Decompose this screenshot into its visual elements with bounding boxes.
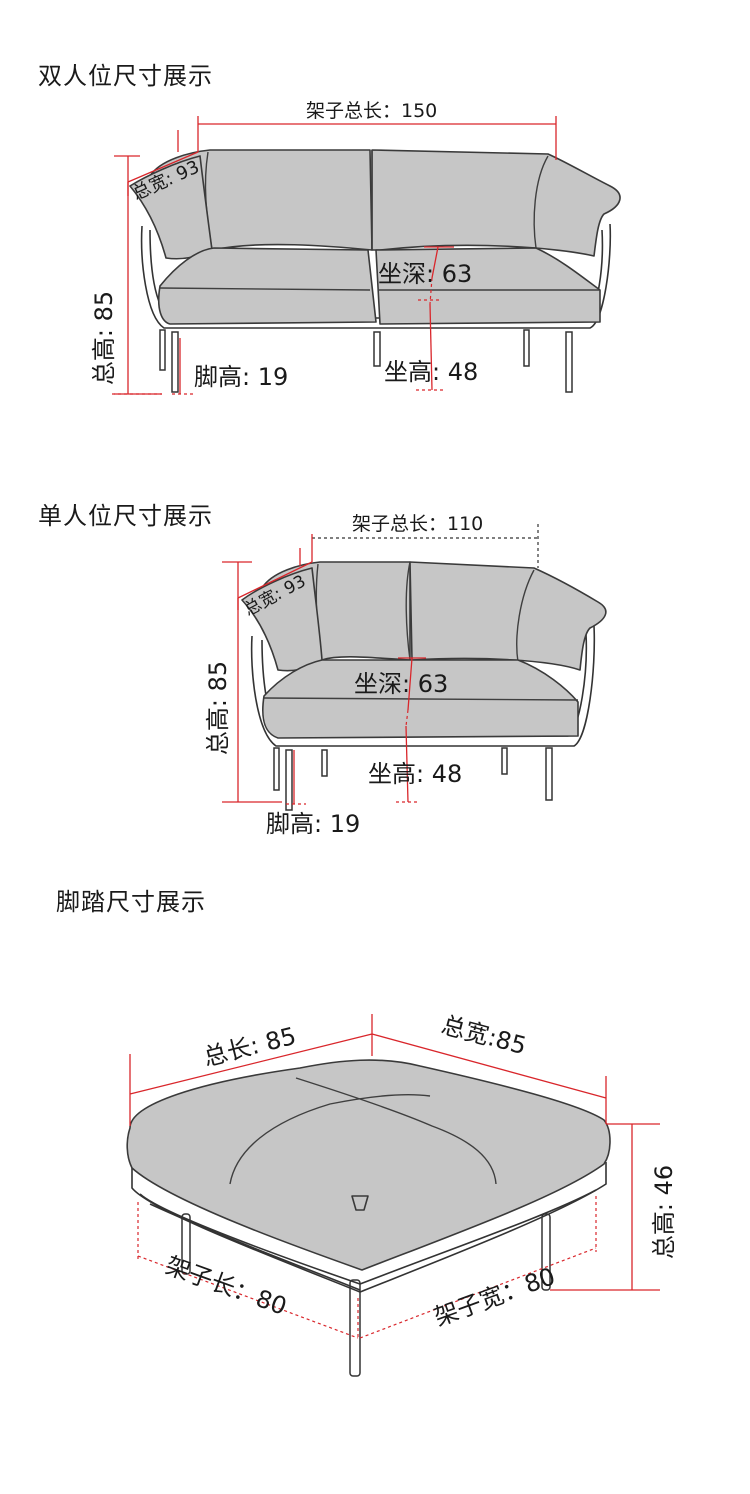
- section-title-single: 单人位尺寸展示: [38, 502, 213, 530]
- double-leg-mid: [373, 331, 381, 367]
- double-leg-back-left: [159, 329, 166, 371]
- ottoman-cushion: [126, 1059, 611, 1271]
- double-sofa-frame: [140, 223, 612, 329]
- single-leg-back-left: [273, 747, 280, 791]
- single-back-cushion-right: [409, 561, 607, 671]
- ottoman-dim-total-height: [550, 1123, 660, 1291]
- double-dim-frame-length: [197, 116, 557, 160]
- single-leg-front-left: [285, 749, 293, 811]
- ottoman-label-total-height: 总高: 46: [650, 1165, 678, 1259]
- double-leg-front-right: [565, 331, 573, 393]
- double-leg-front-left: [171, 331, 179, 393]
- single-label-total-height: 总高: 85: [204, 661, 232, 755]
- single-label-leg-height: 脚高: 19: [266, 810, 360, 838]
- ottoman-leg-right: [541, 1213, 551, 1291]
- double-dim-seat-depth: [424, 246, 454, 279]
- single-label-seat-depth: 坐深: 63: [354, 670, 448, 698]
- ottoman-label-total-width: 总宽:85: [438, 1011, 529, 1060]
- double-back-cushion-right: [371, 149, 621, 257]
- single-dim-frame-length: [312, 524, 539, 568]
- ottoman-dim-frame-width: [359, 1196, 597, 1339]
- single-dim-seat-height: [405, 725, 409, 803]
- ottoman-leg-left: [181, 1213, 191, 1275]
- single-dim-total-height: [222, 561, 282, 803]
- ottoman-label-frame-length: 架子长：80: [162, 1251, 290, 1321]
- double-dim-seat-height: [429, 303, 433, 391]
- double-label-seat-depth: 坐深: 63: [378, 260, 472, 288]
- ottoman-dim-frame-length: [137, 1202, 359, 1339]
- double-label-frame-length: 架子总长：150: [306, 100, 437, 122]
- single-leg-back-right: [501, 747, 508, 775]
- ottoman-label-frame-width: 架子宽：80: [430, 1262, 558, 1332]
- ottoman-diagram: 总长: 85 总宽:85 总高: 46 架子长：80 架子宽：80: [126, 1011, 678, 1377]
- single-leg-mid: [321, 749, 328, 777]
- section-title-double: 双人位尺寸展示: [38, 62, 213, 90]
- double-sofa-diagram: 架子总长：150 总宽: 93 总高: 85 坐深: 63 脚高: 19 坐高:…: [90, 100, 621, 395]
- single-sofa-diagram: 架子总长：110 总宽: 93 总高: 85 坐深: 63 坐高: 48 脚高:…: [204, 513, 607, 838]
- ottoman-dim-total-width: [371, 1033, 607, 1124]
- double-seat-cushion-right: [375, 247, 601, 325]
- double-seat-cushion-left: [157, 247, 377, 325]
- section-title-ottoman: 脚踏尺寸展示: [56, 888, 206, 916]
- single-dim-seat-depth: [398, 657, 426, 711]
- ottoman-dim-total-length: [129, 1014, 373, 1126]
- single-label-frame-length: 架子总长：110: [352, 513, 483, 535]
- single-sofa-frame: [250, 625, 596, 747]
- double-label-seat-height: 坐高: 48: [384, 358, 478, 386]
- double-label-leg-height: 脚高: 19: [194, 363, 288, 391]
- single-label-seat-height: 坐高: 48: [368, 760, 462, 788]
- double-label-total-height: 总高: 85: [90, 291, 118, 385]
- single-leg-front-right: [545, 747, 553, 801]
- double-leg-back-right: [523, 329, 530, 367]
